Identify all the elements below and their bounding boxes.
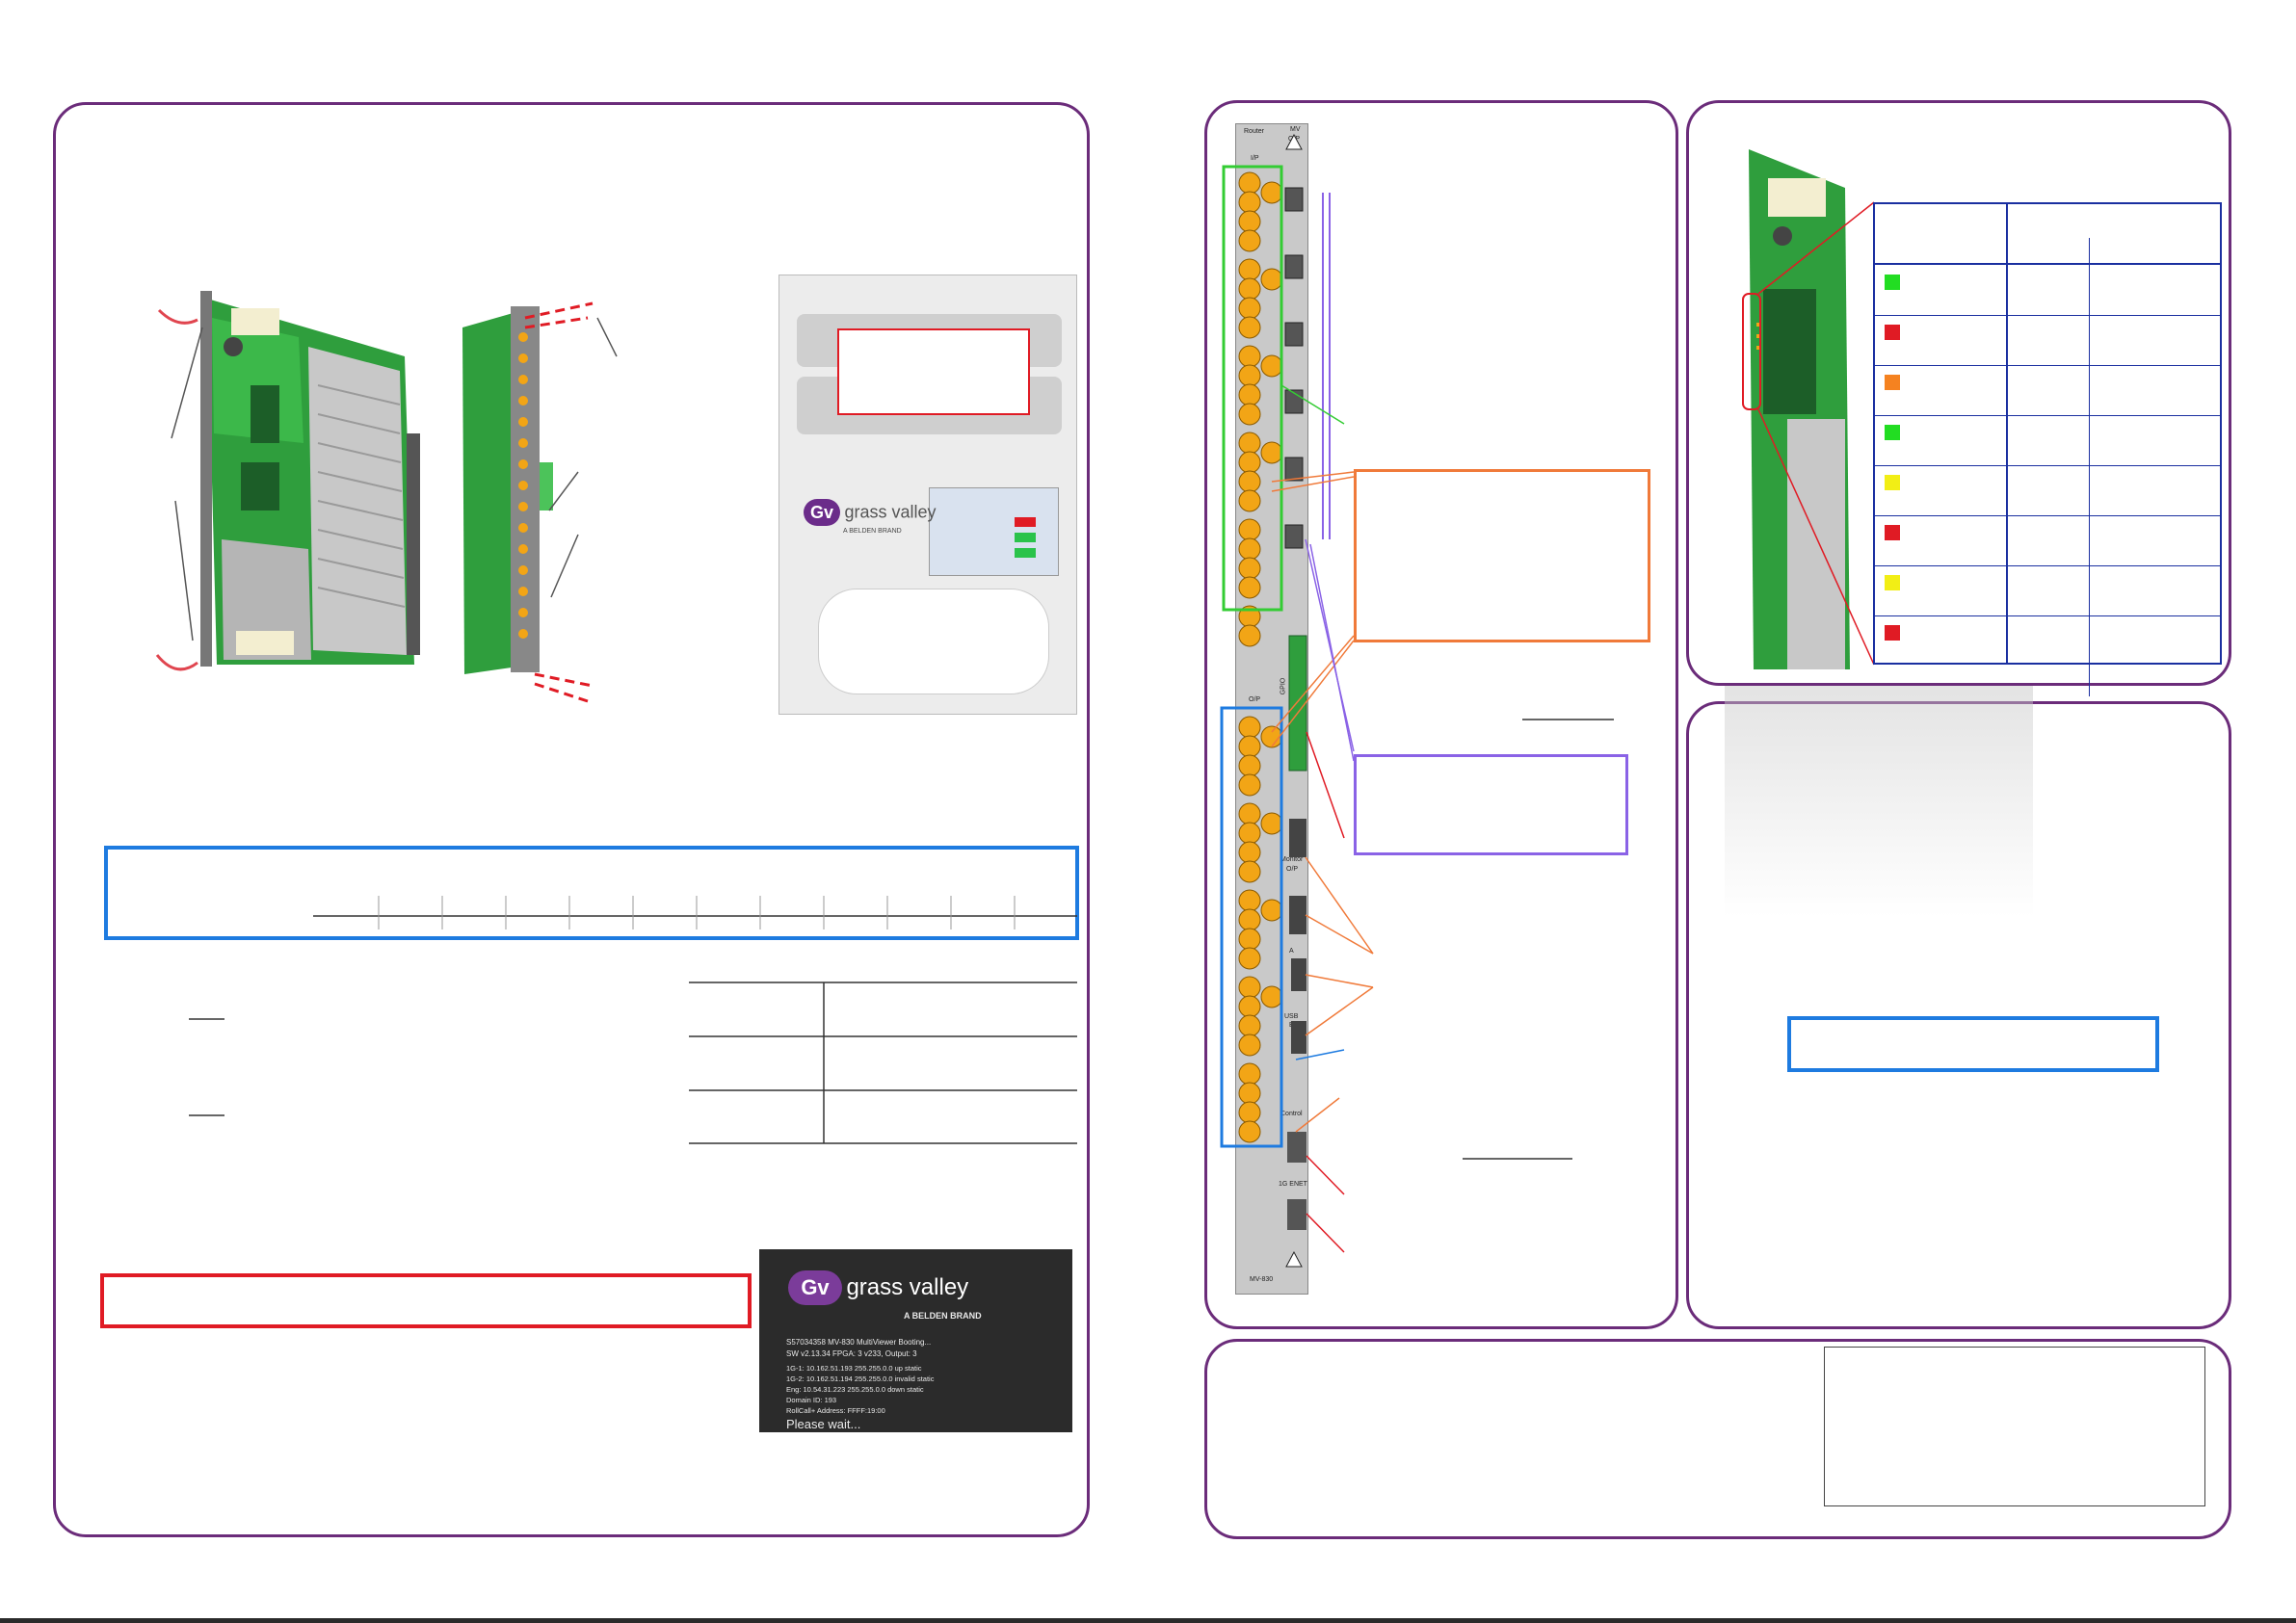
boot-line-6: Domain ID: 193 [786, 1396, 837, 1404]
led-swatch-8 [1885, 625, 1900, 641]
led-swatch-1 [1885, 275, 1900, 290]
label-mv: MV [1290, 126, 1301, 133]
orange-callout-box [1354, 469, 1650, 642]
red-warning-box [100, 1273, 752, 1328]
logo-brand: grass valley [844, 502, 937, 522]
boot-line-4: 1G-2: 10.162.51.194 255.255.0.0 invalid … [786, 1374, 935, 1383]
label-usb: USB [1284, 1013, 1299, 1020]
led-swatch-7 [1885, 575, 1900, 590]
boot-logo-brand: grass valley [846, 1274, 969, 1300]
right-blue-box [1787, 1016, 2159, 1072]
led-swatch-3 [1885, 375, 1900, 390]
label-ip: I/P [1251, 155, 1259, 162]
boot-line-3: 1G-1: 10.162.51.193 255.255.0.0 up stati… [786, 1364, 922, 1373]
frame-control-panel [929, 487, 1059, 576]
led-swatch-4 [1885, 425, 1900, 440]
boot-logo-sub: A BELDEN BRAND [904, 1311, 982, 1321]
frame-illustration: Gv grass valley A BELDEN BRAND [779, 275, 1077, 715]
grass-valley-logo-boot: Gv grass valley [788, 1270, 968, 1305]
label-usb-b: B [1289, 1022, 1294, 1029]
label-control: Control [1280, 1111, 1303, 1117]
boot-line-7: RollCall+ Address: FFFF:19:00 [786, 1406, 885, 1415]
label-mv-op: O/P [1288, 136, 1301, 143]
faded-card-illustration [1725, 686, 2033, 917]
boot-line-2: SW v2.13.34 FPGA: 3 v233, Output: 3 [786, 1349, 917, 1358]
boot-wait: Please wait... [786, 1417, 861, 1431]
label-op2: O/P [1249, 696, 1261, 703]
boot-line-1: S57034358 MV-830 MultiViewer Booting... [786, 1338, 932, 1347]
label-router: Router [1244, 128, 1265, 135]
card-illustration-rear [453, 289, 588, 694]
led-swatch-6 [1885, 525, 1900, 540]
label-monitor-op: O/P [1286, 866, 1299, 873]
blue-info-box [104, 846, 1079, 940]
label-model: MV-830 [1250, 1276, 1274, 1283]
page-bottom-strip [0, 1618, 2296, 1623]
boot-screen: Gv grass valley A BELDEN BRAND S57034358… [759, 1249, 1072, 1432]
frame-highlight [837, 328, 1030, 415]
led-status-table [1873, 202, 2222, 696]
grass-valley-logo-frame: Gv grass valley [804, 499, 937, 526]
boot-line-5: Eng: 10.54.31.223 255.255.0.0 down stati… [786, 1385, 924, 1394]
card-illustration-front [154, 279, 443, 684]
bottom-notes-box [1824, 1347, 2205, 1506]
label-usb-a: A [1289, 948, 1294, 955]
label-enet: 1G ENET [1279, 1181, 1307, 1188]
rear-panel-plate: Router MV O/P I/P GPIO O/P Monitor O/P A… [1235, 123, 1308, 1295]
led-swatch-5 [1885, 475, 1900, 490]
led-card-illustration [1729, 130, 1864, 669]
label-gpio: GPIO [1280, 677, 1287, 695]
purple-callout-box [1354, 754, 1628, 855]
logo-sub: A BELDEN BRAND [843, 528, 902, 535]
label-monitor: Monitor [1280, 856, 1304, 863]
led-swatch-2 [1885, 325, 1900, 340]
